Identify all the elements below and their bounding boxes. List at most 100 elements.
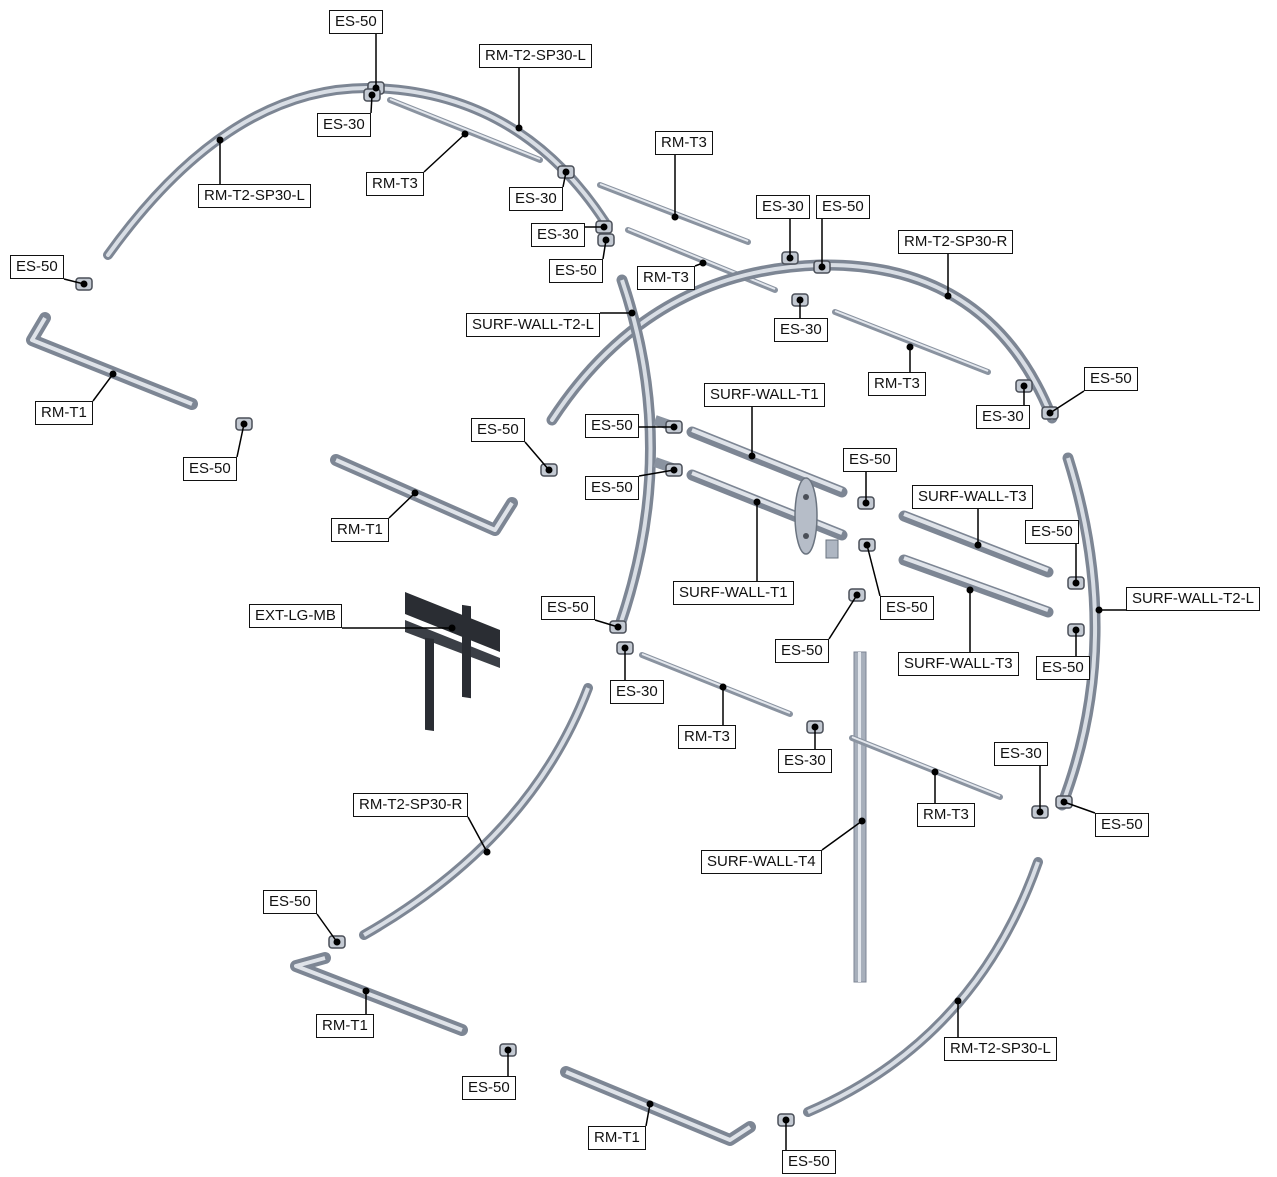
leader-dot (109, 370, 117, 378)
tube-rm-t3-top (387, 97, 543, 163)
leader-dot (1095, 606, 1103, 614)
mount-plate (794, 477, 839, 559)
tube-rm-t3-lower-b (849, 735, 1003, 800)
leader-dot (448, 624, 456, 632)
callout-es-30: ES-30 (509, 187, 563, 211)
leader-line (92, 373, 114, 402)
arc-rm-t2-sp30-l-top (103, 82, 610, 260)
callout-es-30: ES-30 (317, 113, 371, 137)
leader-line (316, 913, 338, 943)
leader-dot (753, 498, 761, 506)
leader-line (645, 1103, 651, 1127)
leader-line (638, 469, 675, 477)
leader-dot (811, 723, 819, 731)
callout-surf-wall-t3: SURF-WALL-T3 (898, 652, 1019, 676)
leader-lines (63, 34, 1126, 1150)
leader-dot (372, 84, 380, 92)
tube-surf-wall-t3-lower (898, 554, 1054, 618)
leader-line (866, 544, 881, 597)
leader-dot (368, 91, 376, 99)
leader-dot (515, 124, 523, 132)
tube-rm-t1-left (26, 312, 198, 410)
leader-dot (362, 987, 370, 995)
leader-line (828, 594, 858, 640)
leader-dot (333, 938, 341, 946)
callout-es-50: ES-50 (549, 259, 603, 283)
callout-es-50: ES-50 (462, 1076, 516, 1100)
leader-dot (545, 466, 553, 474)
leader-dot (670, 423, 678, 431)
leader-dot (782, 1116, 790, 1124)
leader-dot (1072, 579, 1080, 587)
tube-rm-t1-mid (330, 454, 518, 536)
arc-rm-t2-sp30-l-bottom (803, 857, 1043, 1117)
leader-dot (699, 259, 707, 267)
callout-es-30: ES-30 (756, 195, 810, 219)
callout-surf-wall-t1: SURF-WALL-T1 (673, 581, 794, 605)
leader-dot (621, 644, 629, 652)
leader-dot (944, 292, 952, 300)
callout-es-30: ES-30 (610, 680, 664, 704)
leader-dot (614, 623, 622, 631)
leader-dot (853, 591, 861, 599)
leader-line (236, 423, 245, 458)
callout-es-50: ES-50 (263, 890, 317, 914)
arc-surf-wall-t2-l-left (614, 274, 656, 631)
leader-dot (1020, 382, 1028, 390)
callout-es-50: ES-50 (1036, 656, 1090, 680)
callout-es-50: ES-50 (1095, 813, 1149, 837)
leader-dot (796, 296, 804, 304)
callout-es-50: ES-50 (10, 255, 64, 279)
tube-rm-t3-b (597, 182, 751, 245)
leader-dot (483, 848, 491, 856)
leader-line (1063, 801, 1096, 814)
leader-dot (80, 280, 88, 288)
callout-rm-t2-sp30-l: RM-T2-SP30-L (944, 1037, 1057, 1061)
callout-rm-t3: RM-T3 (678, 725, 736, 749)
tube-rm-t1-bottom (560, 1066, 756, 1146)
leader-dot (974, 541, 982, 549)
callout-es-50: ES-50 (585, 414, 639, 438)
leader-dot (862, 499, 870, 507)
leader-dot (1046, 409, 1054, 417)
callout-rm-t3: RM-T3 (366, 172, 424, 196)
leader-dot (858, 817, 866, 825)
leader-dot (748, 452, 756, 460)
leader-dot (504, 1046, 512, 1054)
callout-rm-t3: RM-T3 (637, 266, 695, 290)
leader-line (467, 816, 488, 853)
leader-dot (966, 586, 974, 594)
arc-surf-wall-t2-l-right (1056, 452, 1101, 811)
callout-rm-t1: RM-T1 (331, 518, 389, 542)
leader-line (524, 441, 550, 471)
arc-rm-t2-sp30-r-bottom (359, 683, 593, 940)
leader-dot (906, 343, 914, 351)
leader-dot (600, 223, 608, 231)
callout-rm-t1: RM-T1 (35, 401, 93, 425)
leader-dot (954, 997, 962, 1005)
leader-dot (646, 1100, 654, 1108)
callout-es-30: ES-30 (976, 405, 1030, 429)
callout-rm-t2-sp30-l: RM-T2-SP30-L (479, 44, 592, 68)
leader-dot (818, 263, 826, 271)
callout-rm-t2-sp30-r: RM-T2-SP30-R (353, 793, 469, 817)
leader-dot (411, 489, 419, 497)
callout-rm-t2-sp30-r: RM-T2-SP30-R (898, 230, 1014, 254)
leader-dot (216, 136, 224, 144)
callout-es-50: ES-50 (775, 639, 829, 663)
leader-dot (931, 768, 939, 776)
leader-dot (671, 213, 679, 221)
tube-rm-t1-bottom-left (290, 952, 468, 1036)
leader-dot (602, 236, 610, 244)
callout-ext-lg-mb: EXT-LG-MB (249, 604, 342, 628)
leader-dot (1072, 626, 1080, 634)
post-surf-wall-t4 (853, 651, 867, 983)
callout-surf-wall-t2-l: SURF-WALL-T2-L (466, 313, 600, 337)
callout-es-30: ES-30 (774, 318, 828, 342)
callout-surf-wall-t4: SURF-WALL-T4 (701, 850, 822, 874)
callout-surf-wall-t2-l: SURF-WALL-T2-L (1126, 587, 1260, 611)
leader-dot (461, 130, 469, 138)
leader-dot (1036, 808, 1044, 816)
